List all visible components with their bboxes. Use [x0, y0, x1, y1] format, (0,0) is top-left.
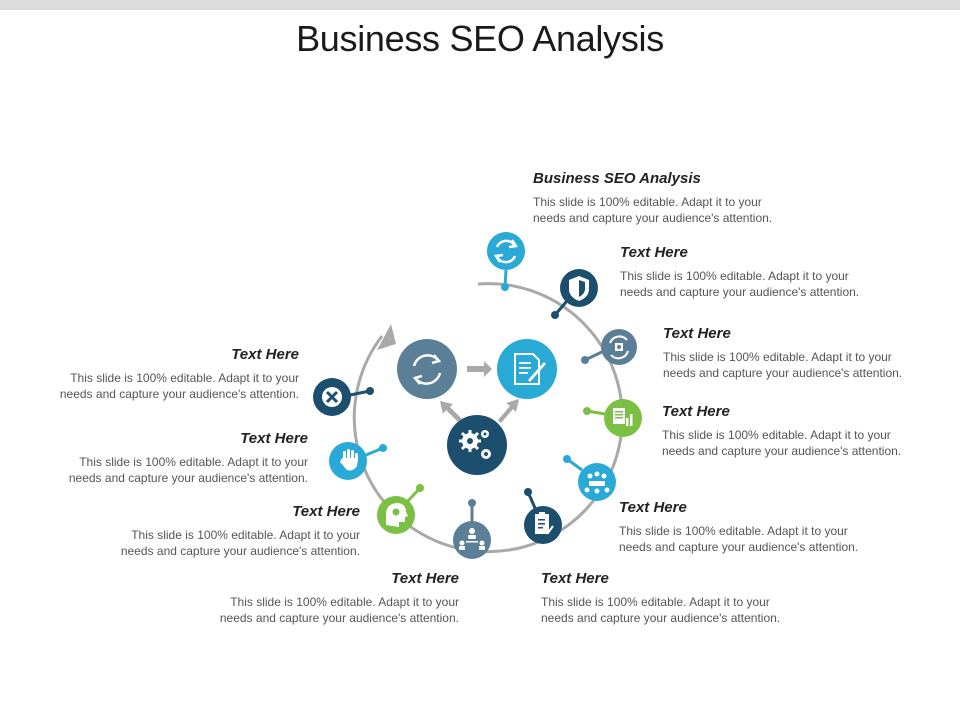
brain-head-icon	[386, 503, 408, 527]
refresh-cycle-icon	[412, 354, 442, 385]
text-block-10: Text Here This slide is 100% editable. A…	[60, 346, 299, 402]
document-edit-icon	[514, 353, 546, 385]
text-block-6: Text Here This slide is 100% editable. A…	[541, 570, 780, 626]
meeting-icon	[584, 471, 610, 494]
block-body-line1: This slide is 100% editable. Adapt it to…	[663, 350, 892, 364]
arc-arrowhead	[377, 324, 396, 350]
gears-icon	[459, 430, 491, 459]
block-body-line1: This slide is 100% editable. Adapt it to…	[533, 195, 762, 209]
block-heading: Text Here	[662, 403, 730, 420]
block-body-line2: needs and capture your audience's attent…	[68, 471, 308, 485]
center-arrows	[440, 361, 519, 423]
block-body-line2: needs and capture your audience's attent…	[219, 611, 459, 625]
text-block-7: Text Here This slide is 100% editable. A…	[220, 570, 459, 626]
block-body-line2: needs and capture your audience's attent…	[619, 540, 859, 554]
text-block-5: Text Here This slide is 100% editable. A…	[619, 499, 858, 555]
block-body-line1: This slide is 100% editable. Adapt it to…	[619, 524, 848, 538]
hand-icon	[340, 449, 358, 471]
node-10[interactable]	[313, 378, 374, 416]
block-body-line1: This slide is 100% editable. Adapt it to…	[70, 371, 299, 385]
text-block-8: Text Here This slide is 100% editable. A…	[121, 503, 360, 559]
people-network-icon	[459, 528, 485, 550]
block-body-line2: needs and capture your audience's attent…	[662, 444, 902, 458]
text-block-1: Business SEO Analysis This slide is 100%…	[533, 170, 772, 226]
text-block-4: Text Here This slide is 100% editable. A…	[662, 403, 901, 459]
block-heading: Text Here	[619, 499, 687, 516]
block-body-line2: needs and capture your audience's attent…	[59, 387, 299, 401]
node-7[interactable]	[453, 499, 491, 559]
close-icon	[322, 387, 342, 407]
node-2[interactable]	[551, 269, 598, 319]
block-heading: Text Here	[391, 570, 459, 587]
block-heading: Text Here	[541, 570, 609, 587]
center-gears	[447, 415, 507, 475]
top-bar	[0, 0, 960, 10]
block-body-line1: This slide is 100% editable. Adapt it to…	[79, 455, 308, 469]
node-8[interactable]	[377, 484, 424, 534]
block-body-line1: This slide is 100% editable. Adapt it to…	[541, 595, 770, 609]
block-heading: Text Here	[231, 346, 299, 363]
block-body-line1: This slide is 100% editable. Adapt it to…	[620, 269, 849, 283]
node-1[interactable]	[487, 232, 525, 291]
block-body-line2: needs and capture your audience's attent…	[663, 366, 903, 380]
slide-title: Business SEO Analysis	[296, 18, 664, 59]
node-9[interactable]	[329, 442, 387, 480]
block-body-line2: needs and capture your audience's attent…	[620, 285, 860, 299]
block-heading: Text Here	[240, 430, 308, 447]
node-6[interactable]	[524, 488, 562, 544]
block-body-line2: needs and capture your audience's attent…	[120, 544, 360, 558]
clipboard-check-icon	[535, 512, 554, 535]
report-chart-icon	[613, 408, 633, 426]
block-heading: Text Here	[663, 325, 731, 342]
text-block-9: Text Here This slide is 100% editable. A…	[69, 430, 308, 486]
shield-icon	[569, 276, 589, 301]
node-3[interactable]	[581, 329, 637, 365]
block-body-line2: needs and capture your audience's attent…	[533, 211, 773, 225]
center-refresh-cycle	[397, 339, 457, 399]
text-block-2: Text Here This slide is 100% editable. A…	[620, 244, 859, 300]
block-heading: Business SEO Analysis	[533, 170, 701, 187]
text-block-3: Text Here This slide is 100% editable. A…	[663, 325, 902, 381]
block-heading: Text Here	[620, 244, 688, 261]
block-body-line2: needs and capture your audience's attent…	[541, 611, 781, 625]
block-body-line1: This slide is 100% editable. Adapt it to…	[131, 528, 360, 542]
center-document-edit	[497, 339, 557, 399]
node-4[interactable]	[583, 399, 642, 437]
gear-refresh-icon	[609, 335, 629, 360]
node-5[interactable]	[563, 455, 616, 501]
block-body-line1: This slide is 100% editable. Adapt it to…	[662, 428, 891, 442]
block-heading: Text Here	[292, 503, 360, 520]
block-body-line1: This slide is 100% editable. Adapt it to…	[230, 595, 459, 609]
refresh-icon	[493, 239, 519, 264]
